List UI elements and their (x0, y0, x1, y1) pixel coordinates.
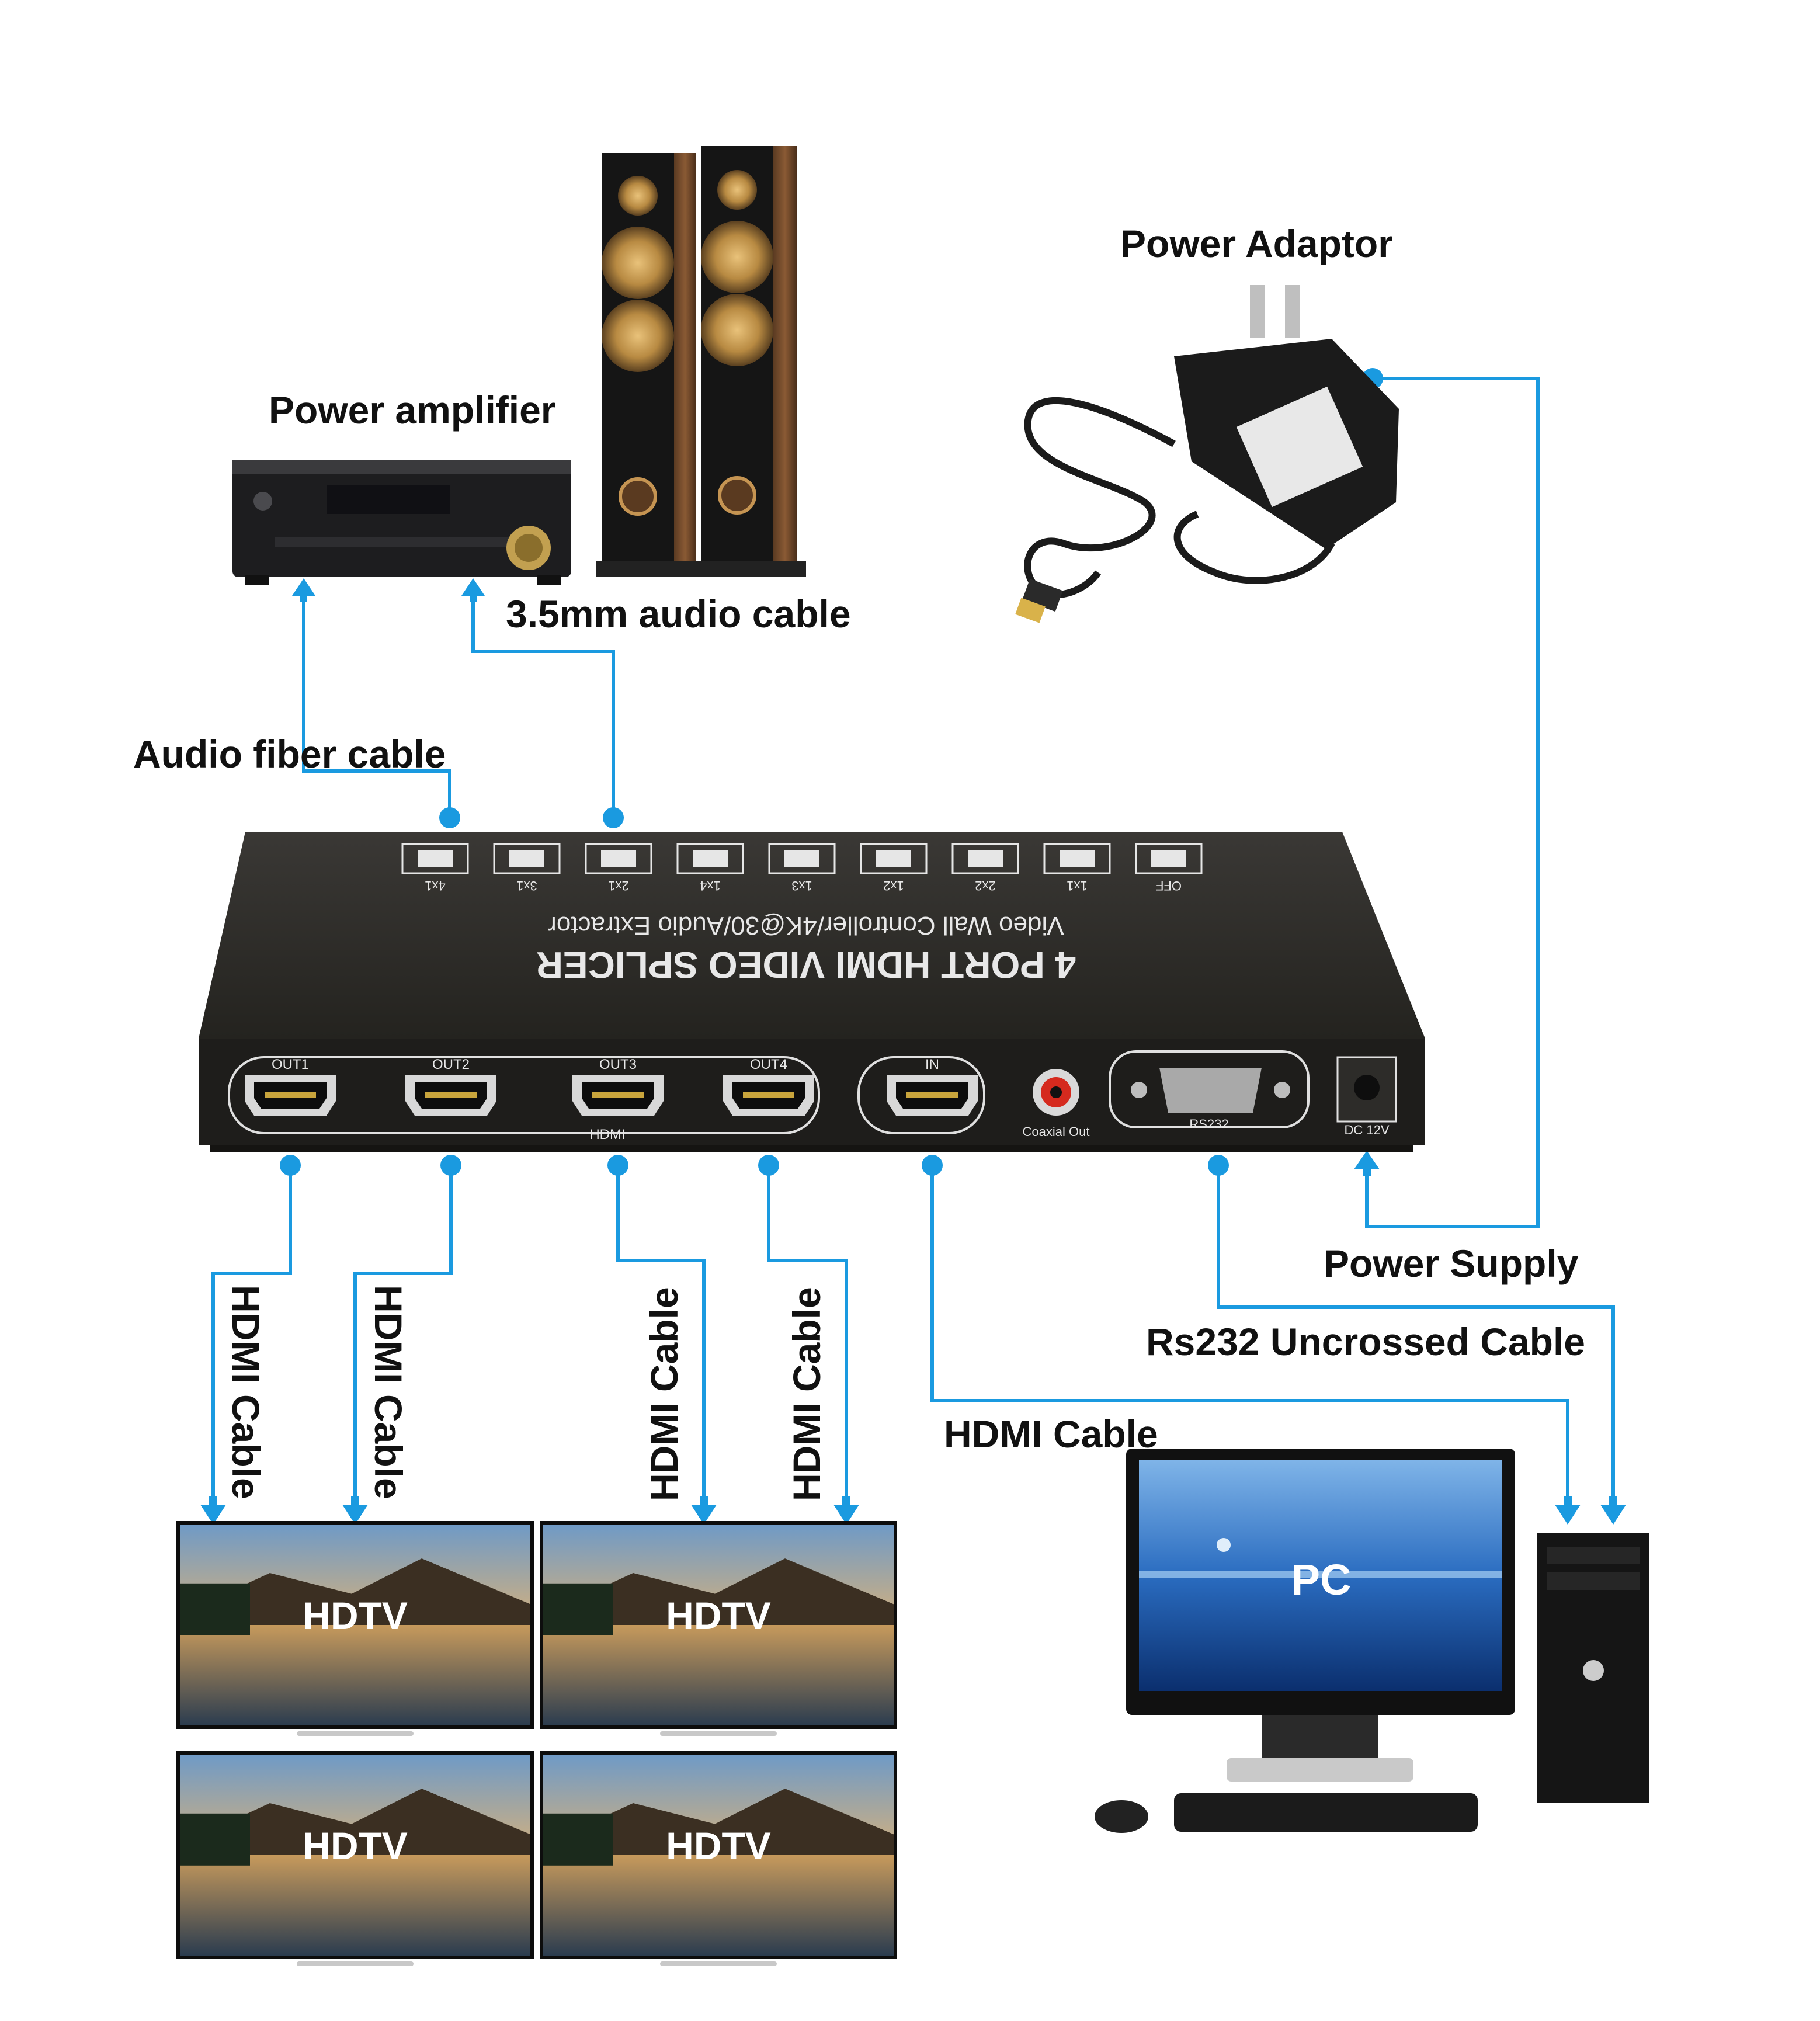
speakers-image (596, 146, 806, 577)
label-power-supply: Power Supply (1324, 1242, 1579, 1285)
mode-label: 1x2 (883, 878, 904, 893)
hdmi-line-out4 (767, 1165, 848, 1501)
mode-label: 2x1 (608, 878, 628, 893)
hdmi-port-in: IN (887, 1057, 978, 1116)
arrow-amp-fiber (292, 578, 315, 602)
video-splicer-device: 4x1 3x1 2x1 1x4 1x3 1x2 2x2 1x1 OFF Video Wall C… (199, 832, 1425, 1152)
mode-indicator-3x1: 3x1 (493, 843, 561, 893)
power-adaptor-image (1015, 285, 1399, 623)
dot-audio-fiber (439, 807, 460, 828)
mode-label: OFF (1156, 878, 1182, 893)
hdmi-port-out4: OUT4 (723, 1057, 814, 1116)
label-hdmi-cable-4: HDMI Cable (785, 1287, 828, 1501)
arrow-pc-hdmi (1555, 1496, 1581, 1525)
arrow-tv4 (833, 1496, 859, 1525)
hdtv-2: HDTV (540, 1521, 897, 1736)
hdtv-label: HDTV (303, 1594, 408, 1637)
mode-indicator-2x2: 2x2 (951, 843, 1019, 893)
mode-indicator-1x3: 1x3 (768, 843, 836, 893)
rs232-port (1159, 1068, 1262, 1113)
mode-indicator-1x1: 1x1 (1043, 843, 1111, 893)
arrow-amp-audio (461, 578, 485, 602)
mode-label: 1x1 (1067, 878, 1087, 893)
hdmi-line-in (930, 1165, 1569, 1501)
hdmi-group-label: HDMI (589, 1127, 625, 1143)
hdmi-port-out2: OUT2 (405, 1057, 496, 1116)
port-label: OUT4 (750, 1057, 787, 1072)
label-power-adaptor: Power Adaptor (1120, 222, 1393, 265)
dot-out2 (440, 1155, 461, 1176)
label-pc: PC (1291, 1555, 1352, 1604)
cable-lines (211, 377, 1615, 1501)
arrow-tv1 (200, 1496, 226, 1525)
hdmi-port-out3: OUT3 (572, 1057, 664, 1116)
speaker-left (596, 153, 701, 577)
mode-label: 1x4 (700, 878, 720, 893)
mode-indicator-4x1: 4x1 (401, 843, 469, 893)
arrow-pc-rs232 (1600, 1496, 1626, 1525)
label-hdmi-cable-2: HDMI Cable (367, 1285, 410, 1499)
mode-indicator-2x1: 2x1 (585, 843, 652, 893)
audio-fiber-line (302, 590, 451, 818)
dc-label: DC 12V (1344, 1123, 1389, 1137)
port-label: IN (925, 1057, 939, 1072)
dot-out1 (280, 1155, 301, 1176)
port-label: OUT2 (432, 1057, 470, 1072)
dot-out4 (758, 1155, 779, 1176)
port-label: OUT1 (272, 1057, 309, 1072)
hdtv-label: HDTV (303, 1824, 408, 1867)
label-hdmi-cable-1: HDMI Cable (224, 1285, 268, 1499)
mode-label: 3x1 (516, 878, 537, 893)
mode-label: 1x3 (791, 878, 812, 893)
arrow-tv3 (691, 1496, 717, 1525)
device-title: 4 PORT HDMI VIDEO SPLICER (536, 944, 1076, 986)
rs232-label: RS232 (1189, 1117, 1228, 1131)
coaxial-label: Coaxial Out (1023, 1124, 1090, 1139)
dc-port (1336, 1056, 1397, 1123)
hdtv-3: HDTV (176, 1751, 534, 1966)
dot-rs232 (1208, 1155, 1229, 1176)
power-supply-line (1365, 377, 1540, 1228)
hdmi-in-frame (857, 1056, 985, 1134)
cable-arrows (200, 578, 1626, 1525)
dot-in (922, 1155, 943, 1176)
rs232-line (1217, 1165, 1615, 1501)
speaker-right (695, 146, 806, 577)
label-audio-cable: 3.5mm audio cable (506, 592, 851, 636)
hdmi-out-group-frame (228, 1056, 820, 1134)
hdmi-line-out3 (616, 1165, 706, 1501)
hdmi-port-out1: OUT1 (245, 1057, 336, 1116)
hdmi-line-out1 (211, 1165, 292, 1501)
label-power-amplifier: Power amplifier (269, 388, 556, 432)
hdtv-1: HDTV (176, 1521, 534, 1736)
dot-out3 (607, 1155, 628, 1176)
label-audio-fiber: Audio fiber cable (133, 732, 446, 776)
audio-35mm-line (471, 590, 615, 818)
hdtv-label: HDTV (666, 1594, 771, 1637)
mode-indicator-1x4: 1x4 (676, 843, 744, 893)
mode-indicator-1x2: 1x2 (860, 843, 928, 893)
label-rs232-cable: Rs232 Uncrossed Cable (1146, 1320, 1585, 1363)
hdtv-wall: HDTV HDTV HDTV HDTV (176, 1521, 897, 1966)
dot-audio-35mm (603, 807, 624, 828)
mode-indicator-off: OFF (1135, 843, 1203, 893)
hdmi-ports: OUT1 OUT2 OUT3 OUT4 IN (245, 1057, 978, 1116)
hdtv-4: HDTV (540, 1751, 897, 1966)
arrow-dc (1354, 1151, 1380, 1176)
hdmi-line-out2 (353, 1165, 453, 1501)
hdtv-label: HDTV (666, 1824, 771, 1867)
rs232-frame (1109, 1050, 1310, 1128)
device-subtitle: Video Wall Controller/4K@30/Audio Extrac… (548, 911, 1064, 940)
mode-label: 4x1 (425, 878, 445, 893)
port-label: OUT3 (599, 1057, 637, 1072)
pc-image (1095, 1449, 1649, 1833)
label-hdmi-cable-pc: HDMI Cable (944, 1412, 1158, 1456)
mode-indicator-row: 4x1 3x1 2x1 1x4 1x3 1x2 2x2 1x1 OFF (401, 843, 1203, 893)
arrow-tv2 (342, 1496, 368, 1525)
label-hdmi-cable-3: HDMI Cable (642, 1287, 686, 1501)
power-amplifier-image (232, 460, 571, 585)
mode-label: 2x2 (975, 878, 995, 893)
